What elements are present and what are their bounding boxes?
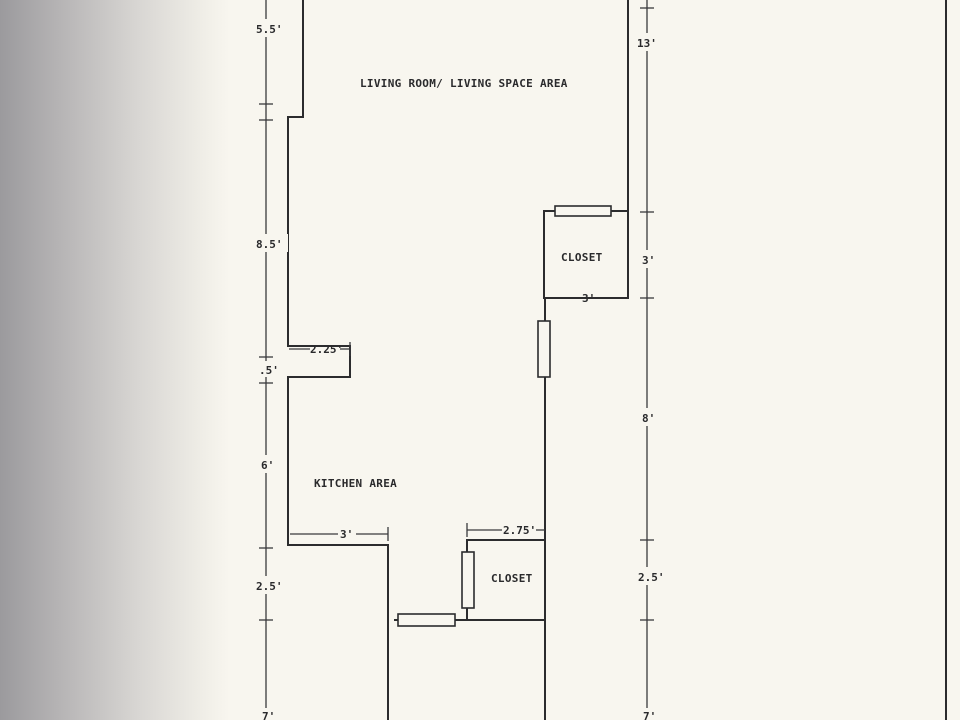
dim-right-middle: 8': [642, 412, 655, 425]
dim-kitchen-width: 3': [340, 528, 353, 541]
lower-closet-dimension: [466, 523, 545, 537]
left-dimension-line: [259, 0, 273, 720]
partition-door: [537, 320, 551, 378]
dim-left-top: 5.5': [256, 23, 283, 36]
kitchen-dimension: [290, 527, 389, 541]
lower-closet-door: [461, 551, 475, 609]
dim-right-lower: 2.5': [638, 571, 665, 584]
room-label-closet-lower: CLOSET: [491, 572, 533, 585]
counter-dimension: [289, 342, 351, 356]
dim-right-top: 13': [637, 37, 657, 50]
dim-left-small: .5': [259, 364, 279, 377]
upper-closet-door: [554, 205, 612, 217]
dim-left-kitchen: 6': [261, 459, 274, 472]
dim-right-closet: 3': [642, 254, 655, 267]
right-dimension-line: [640, 0, 654, 720]
dim-left-lower: 2.5': [256, 580, 283, 593]
room-label-living: LIVING ROOM/ LIVING SPACE AREA: [360, 77, 568, 90]
dim-closet-upper-width: 3': [582, 292, 595, 305]
room-label-kitchen: KITCHEN AREA: [314, 477, 397, 490]
dim-right-bottom: 7': [643, 710, 656, 720]
left-interior-wall: [287, 0, 389, 720]
dim-counter-width: 2.25': [310, 343, 343, 356]
hall-door: [397, 613, 456, 627]
scan-edge-shadow: [0, 0, 230, 720]
dim-left-bottom: 7': [262, 710, 275, 720]
room-label-closet-upper: CLOSET: [561, 251, 603, 264]
dim-left-middle: 8.5': [256, 238, 283, 251]
dim-closet-lower-width: 2.75': [503, 524, 536, 537]
